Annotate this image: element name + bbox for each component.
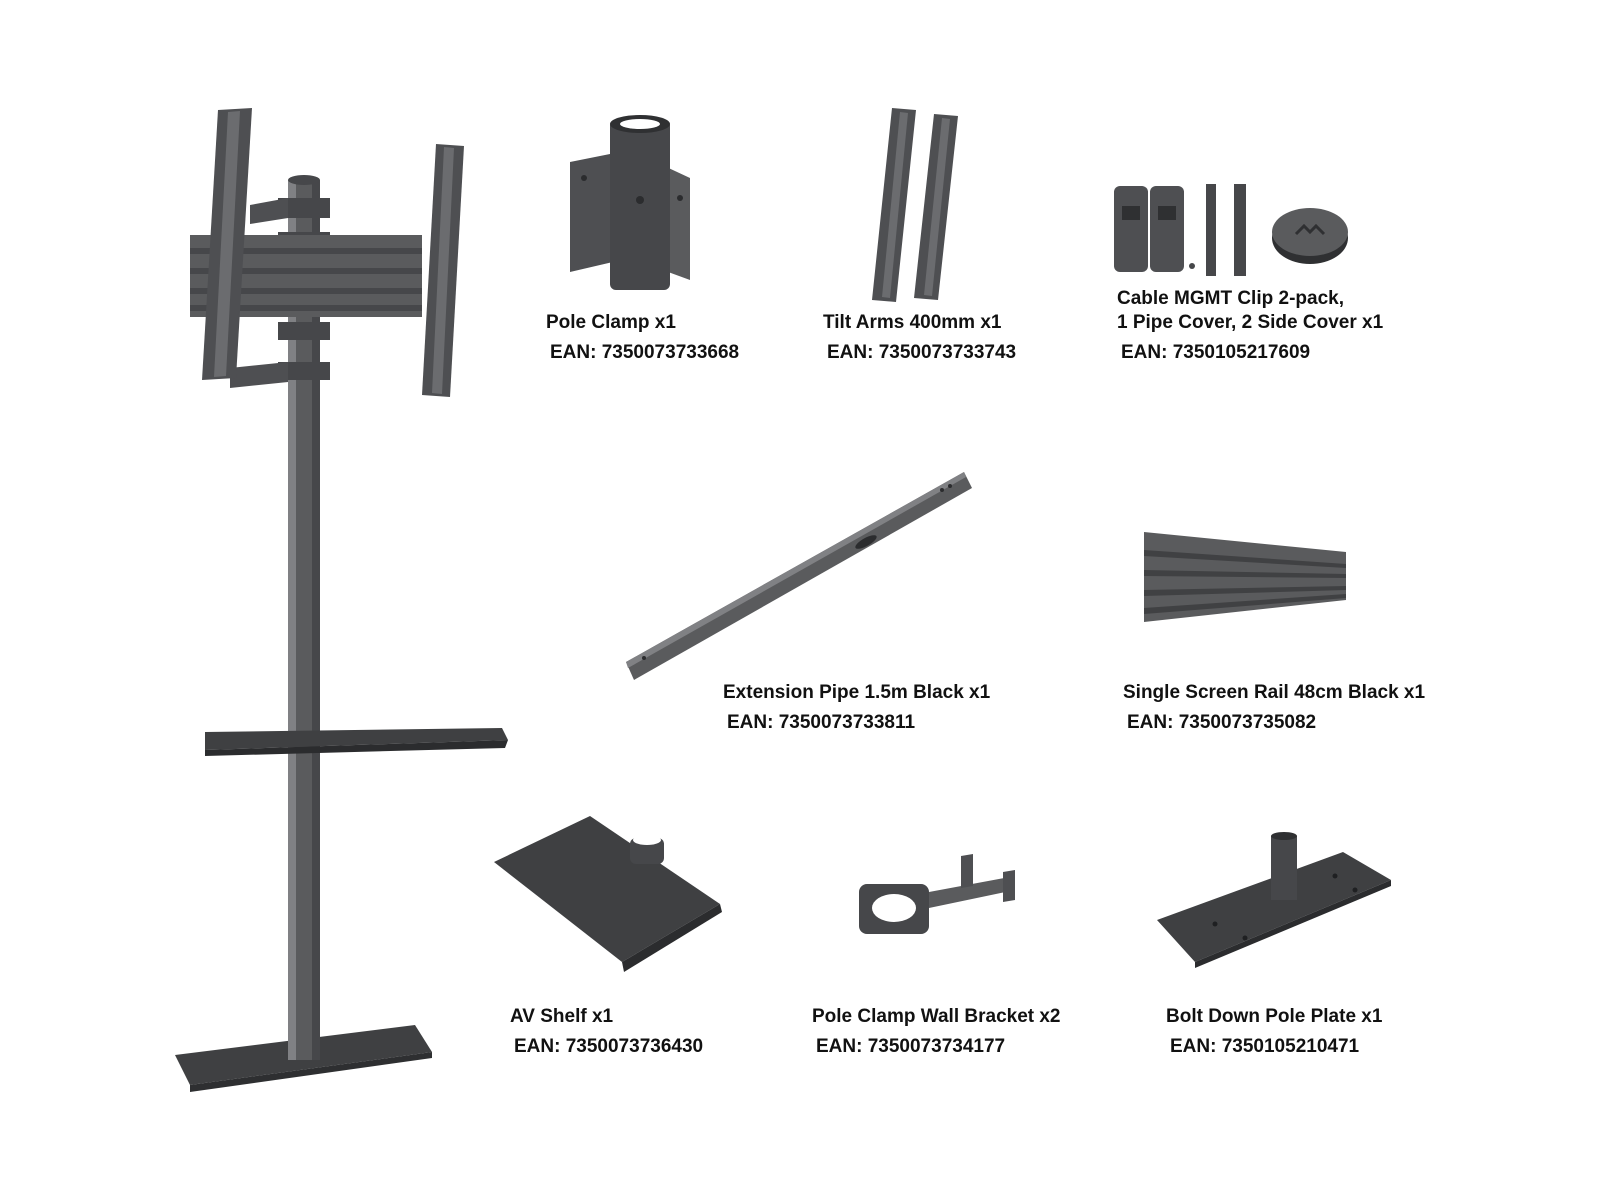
tilt-arms-image (872, 108, 958, 302)
tilt-arms-label: Tilt Arms 400mm x1 EAN: 7350073733743 (823, 311, 1016, 365)
cable-mgmt-name-line2: 1 Pipe Cover, 2 Side Cover x1 (1117, 312, 1384, 333)
cable-mgmt-ean: EAN: 7350105217609 (1121, 342, 1311, 363)
pole-plate-label: Bolt Down Pole Plate x1 EAN: 73501052104… (1166, 1005, 1382, 1059)
pole-plate-ean: EAN: 7350105210471 (1170, 1036, 1360, 1057)
tilt-arms-name: Tilt Arms 400mm x1 (823, 312, 1002, 333)
av-shelf-label: AV Shelf x1 EAN: 7350073736430 (510, 1005, 703, 1059)
pole-plate-name: Bolt Down Pole Plate x1 (1166, 1006, 1383, 1027)
extension-pipe-name: Extension Pipe 1.5m Black x1 (723, 682, 991, 703)
av-shelf-name: AV Shelf x1 (510, 1006, 614, 1027)
pole-clamp-wall-bracket-image (859, 854, 1015, 934)
screen-rail-label: Single Screen Rail 48cm Black x1 EAN: 73… (1123, 681, 1425, 735)
pole-clamp-label: Pole Clamp x1 EAN: 7350073733668 (546, 311, 739, 365)
screen-rail-ean: EAN: 7350073735082 (1127, 712, 1317, 733)
bolt-down-pole-plate-image (1157, 832, 1391, 968)
extension-pipe-image (626, 472, 972, 680)
wall-bracket-label: Pole Clamp Wall Bracket x2 EAN: 73500737… (812, 1005, 1061, 1059)
tilt-arms-ean: EAN: 7350073733743 (827, 342, 1017, 363)
cable-mgmt-label: Cable MGMT Clip 2-pack, 1 Pipe Cover, 2 … (1117, 287, 1383, 365)
screen-rail-image (1144, 532, 1346, 622)
pole-clamp-image (570, 115, 690, 290)
av-shelf-image (494, 816, 722, 972)
extension-pipe-label: Extension Pipe 1.5m Black x1 EAN: 735007… (723, 681, 990, 735)
assembled-floor-stand-image (175, 108, 508, 1092)
wall-bracket-name: Pole Clamp Wall Bracket x2 (812, 1006, 1061, 1027)
screen-rail-name: Single Screen Rail 48cm Black x1 (1123, 682, 1426, 703)
av-shelf-ean: EAN: 7350073736430 (514, 1036, 704, 1057)
wall-bracket-ean: EAN: 7350073734177 (816, 1036, 1006, 1057)
cable-mgmt-name-line1: Cable MGMT Clip 2-pack, (1117, 288, 1344, 309)
cable-mgmt-set-image (1114, 184, 1348, 276)
pole-clamp-ean: EAN: 7350073733668 (550, 342, 740, 363)
extension-pipe-ean: EAN: 7350073733811 (727, 712, 916, 733)
pole-clamp-name: Pole Clamp x1 (546, 312, 676, 333)
